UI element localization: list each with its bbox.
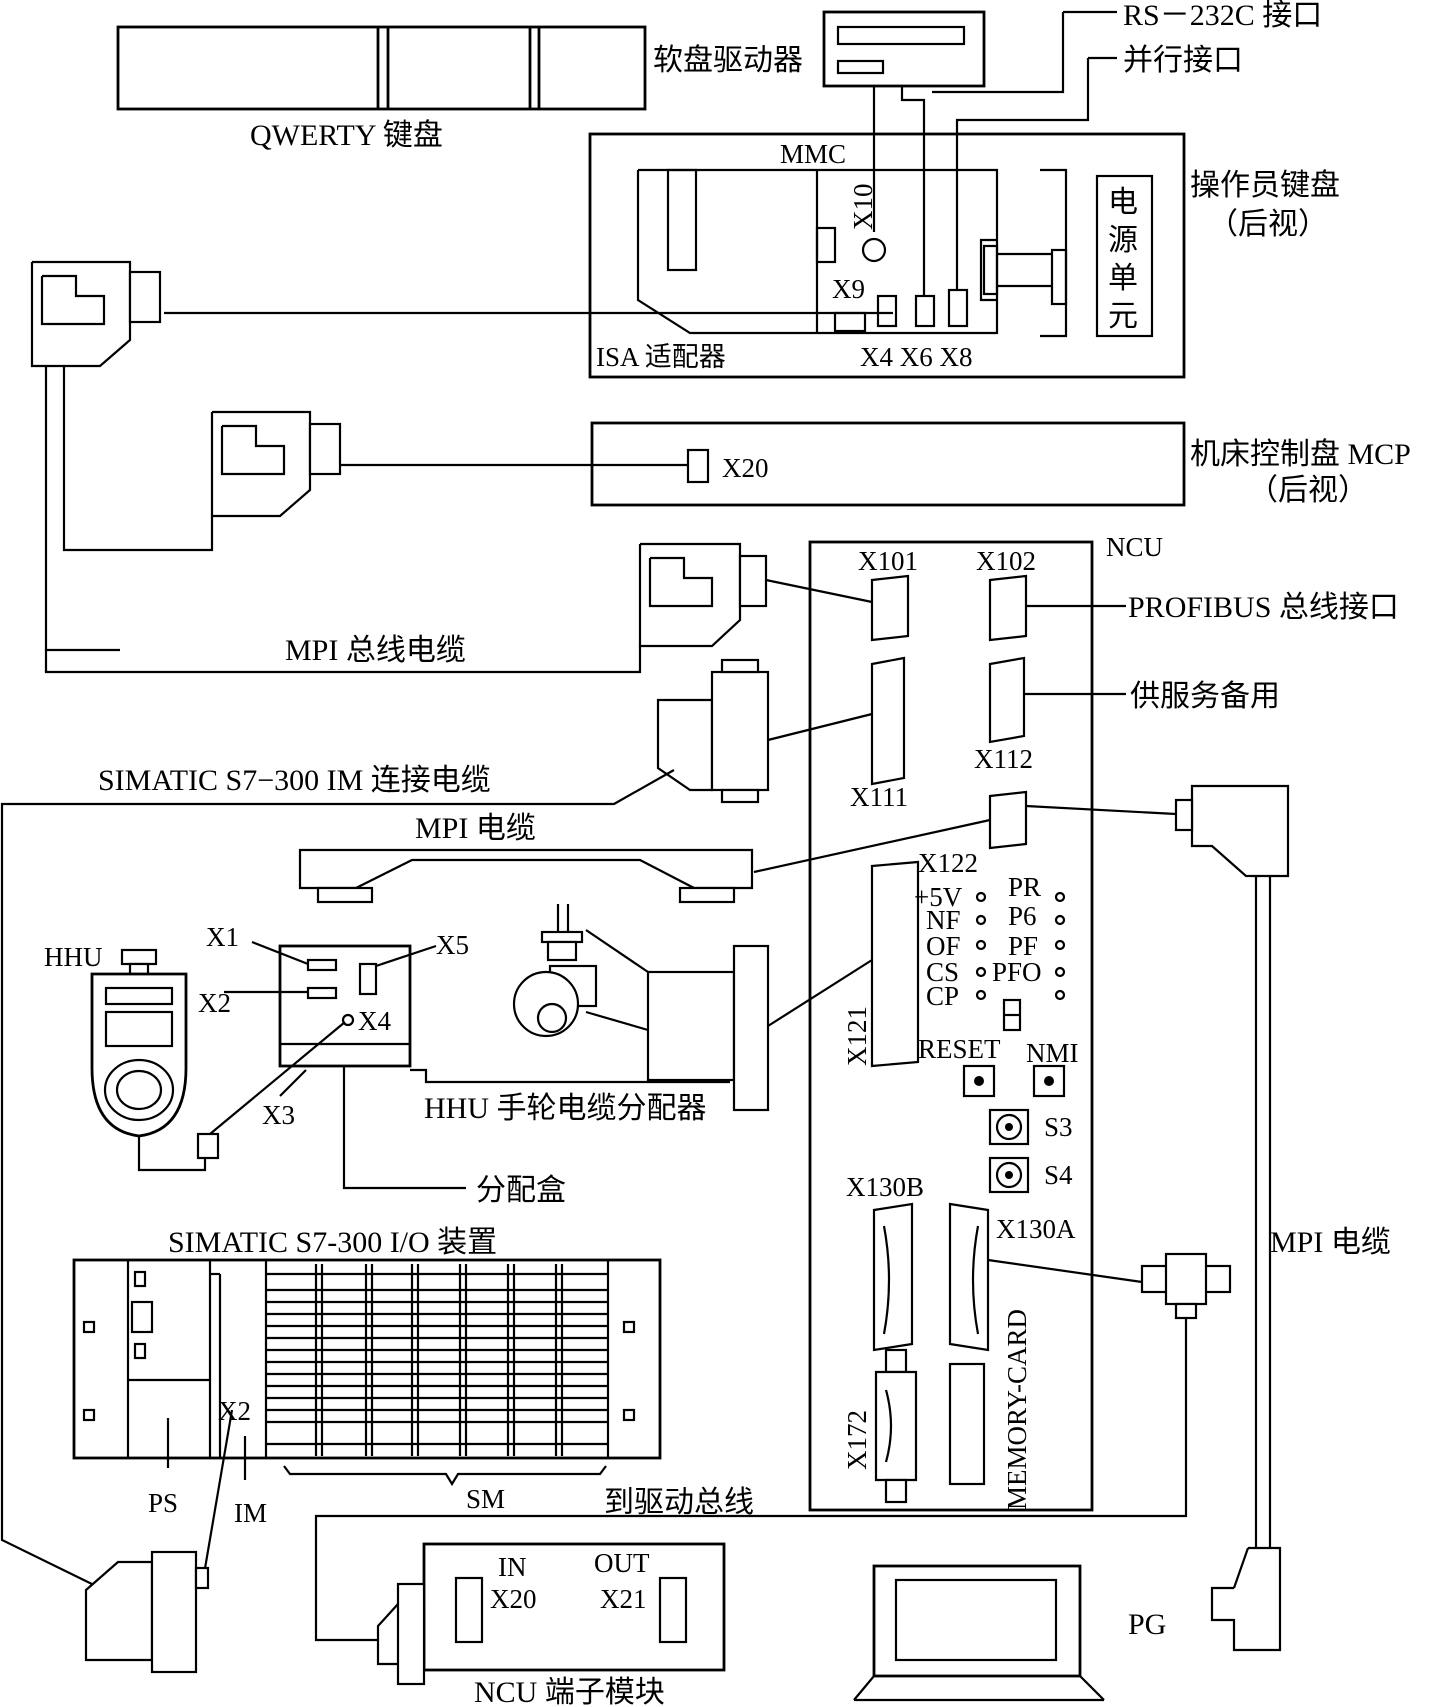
mpi-cable-horizontal [298, 818, 991, 904]
isa-adapter-label: ISA 适配器 [596, 342, 726, 372]
led-label-pfo: PFO [992, 957, 1042, 987]
ncu-module [808, 540, 1126, 1512]
im-cable-connector [0, 658, 873, 1587]
power-unit-char-4: 元 [1108, 300, 1138, 333]
power-unit-char-2: 源 [1108, 224, 1138, 257]
sm-label: SM [466, 1484, 505, 1514]
hhu-label: HHU [44, 942, 103, 972]
rs232-label: RS－232C 接口 [1123, 0, 1322, 32]
pg-label: PG [1128, 1608, 1166, 1641]
distributor-box-label: 分配盒 [476, 1174, 566, 1207]
machine-control-panel-rear [295, 421, 1186, 507]
ncu-label: NCU [1106, 532, 1163, 562]
memory-card-label: MEMORY-CARD [1002, 1309, 1032, 1510]
x9-label: X9 [832, 274, 865, 304]
rear-view-label-2: （后视） [1248, 474, 1368, 507]
mpi-connector-3 [638, 542, 768, 648]
operator-keyboard-label: 操作员键盘 [1190, 169, 1340, 202]
x121-label: X121 [842, 1006, 872, 1066]
led-label-of: OF [926, 931, 961, 961]
mcp-label: 机床控制盘 MCP [1190, 438, 1411, 471]
hhu-distributor-label: HHU 手轮电缆分配器 [424, 1092, 707, 1125]
out-label: OUT [594, 1548, 650, 1578]
x21-terminal-label: X21 [600, 1584, 647, 1614]
mpi-cable-right [1025, 784, 1290, 1548]
mpi-connector-2 [210, 410, 342, 518]
x130b-label: X130B [846, 1172, 924, 1202]
profibus-label: PROFIBUS 总线接口 [1128, 591, 1399, 624]
simatic-s7-300-io-unit [72, 1258, 662, 1587]
s4-label: S4 [1044, 1160, 1073, 1190]
floppy-drive-label: 软盘驱动器 [653, 44, 803, 77]
service-label: 供服务备用 [1130, 680, 1280, 713]
x20-mcp-label: X20 [722, 453, 769, 483]
operator-keyboard-rear [164, 132, 1186, 379]
reset-label: RESET [918, 1034, 1001, 1064]
ncu-terminal-module [376, 1542, 726, 1686]
led-label-nf: NF [926, 905, 961, 935]
x1-label: X1 [206, 922, 239, 952]
x122-label: X122 [918, 848, 978, 878]
mpi-bus-cable-label: MPI 总线电缆 [285, 634, 466, 667]
x3-label: X3 [262, 1100, 295, 1130]
x111-label: X111 [850, 782, 908, 812]
hhu-handwheel [90, 948, 355, 1172]
mpi-connector-1 [30, 260, 162, 368]
qwerty-keyboard [116, 25, 647, 111]
im-label: IM [234, 1498, 267, 1528]
x172-label: X172 [842, 1410, 872, 1470]
mpi-cable-label-1: MPI 电缆 [415, 812, 536, 845]
x2-io-label: X2 [218, 1396, 251, 1426]
ncu-terminal-label: NCU 端子模块 [474, 1676, 665, 1707]
programming-device-pg [853, 1546, 1282, 1702]
in-label: IN [498, 1552, 527, 1582]
led-label-pf: PF [1008, 931, 1038, 961]
x4-box-label: X4 [358, 1006, 391, 1036]
drive-bus-label: 到驱动总线 [604, 1486, 754, 1519]
s3-label: S3 [1044, 1112, 1073, 1142]
led-label-cs: CS [926, 957, 959, 987]
led-label-cp: CP [926, 981, 959, 1011]
x101-label: X101 [858, 546, 918, 576]
memory-card-cable [314, 1252, 1232, 1642]
hhu-distributor-device [512, 904, 873, 1112]
led-label-pr: PR [1008, 872, 1041, 902]
mmc-label: MMC [780, 139, 846, 169]
power-unit-char-3: 单 [1108, 262, 1138, 295]
x4-x6-x8-label: X4 X6 X8 [860, 342, 973, 372]
x20-terminal-label: X20 [490, 1584, 537, 1614]
power-unit-char-1: 电 [1108, 186, 1138, 219]
parallel-port-label: 并行接口 [1123, 44, 1243, 77]
ps-label: PS [148, 1488, 178, 1518]
distributor-box [224, 940, 730, 1190]
nmi-label: NMI [1026, 1038, 1079, 1068]
floppy-drive [822, 10, 986, 88]
sm-modules-ribs [266, 1264, 608, 1456]
io-unit-label: SIMATIC S7-300 I/O 装置 [168, 1226, 497, 1259]
rear-view-label-1: （后视） [1208, 208, 1328, 241]
x2-box-label: X2 [198, 988, 231, 1018]
im-cable-label: SIMATIC S7−300 IM 连接电缆 [98, 764, 491, 797]
led-label-5v: +5V [914, 882, 963, 912]
qwerty-keyboard-label: QWERTY 键盘 [250, 119, 443, 152]
x112-label: X112 [974, 744, 1033, 774]
x102-label: X102 [976, 546, 1036, 576]
x130a-label: X130A [996, 1214, 1076, 1244]
mmc-cables [872, 10, 1117, 295]
x10-label: X10 [848, 184, 878, 231]
mpi-cable-label-2: MPI 电缆 [1270, 1226, 1391, 1259]
x5-label: X5 [436, 930, 469, 960]
led-label-p6: P6 [1008, 901, 1037, 931]
mpi-bus-cable [44, 366, 873, 674]
im-bottom-connector [84, 1550, 210, 1674]
